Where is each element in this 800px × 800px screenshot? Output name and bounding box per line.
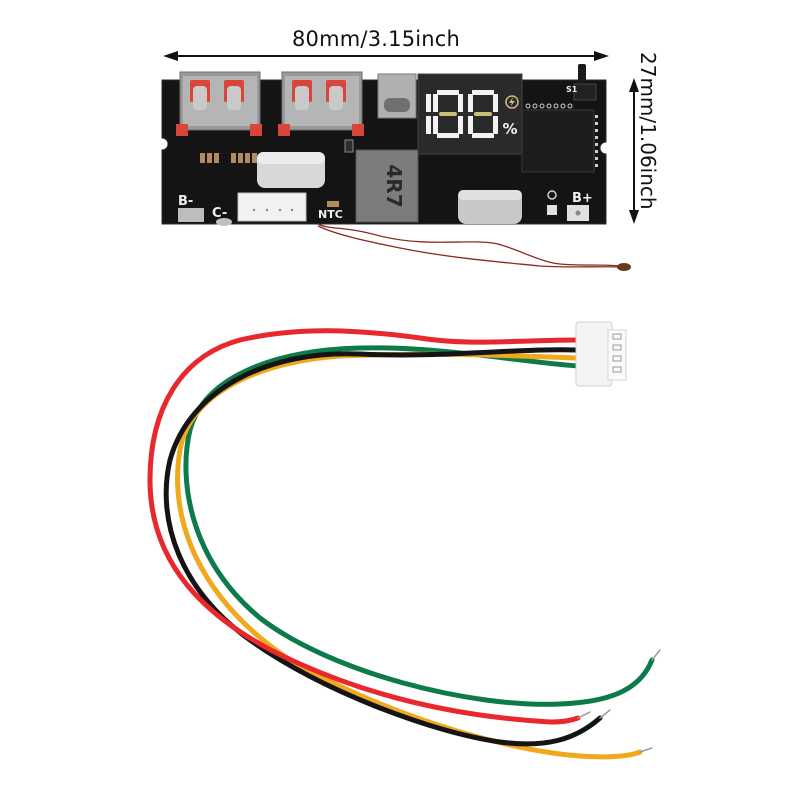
four-wire-cable: [147, 328, 661, 760]
push-switch-s1: S1: [566, 64, 597, 101]
wire-green: [183, 345, 655, 707]
controller-chip: [521, 103, 598, 173]
board-connector: [237, 192, 307, 222]
capacitor-1: [257, 152, 325, 188]
usb-a-port-2: [278, 71, 364, 136]
smd-components: [200, 139, 354, 207]
width-dimension-label: 80mm/3.15inch: [292, 27, 461, 51]
usb-c-port: [377, 73, 417, 119]
inductor-label: 4R7: [382, 164, 406, 207]
usb-a-port-1: [176, 71, 262, 136]
b-minus-label: B-: [178, 194, 193, 209]
wire-red: [147, 328, 581, 725]
height-dimension-arrow: [629, 78, 639, 224]
b-plus-pad: B+: [567, 191, 593, 221]
cable-connector: [575, 321, 627, 387]
width-dimension-arrow: [163, 51, 609, 61]
capacitor-2: [458, 190, 522, 224]
pcb-board: 4R7 %: [161, 64, 607, 226]
ntc-thermistor: [317, 223, 631, 271]
height-dimension-label: 27mm/1.06inch: [636, 52, 660, 210]
b-minus-pad: [178, 208, 204, 222]
c-minus-label: C-: [212, 206, 227, 221]
ntc-label: NTC: [318, 208, 343, 221]
wire-yellow: [175, 351, 643, 760]
led-display: %: [417, 73, 523, 155]
inductor-4r7: 4R7: [355, 149, 419, 223]
switch-label: S1: [566, 85, 578, 94]
b-plus-label: B+: [572, 191, 593, 206]
wire-black: [163, 347, 603, 747]
percent-unit: %: [502, 120, 517, 138]
charging-bolt-icon: [505, 95, 519, 109]
